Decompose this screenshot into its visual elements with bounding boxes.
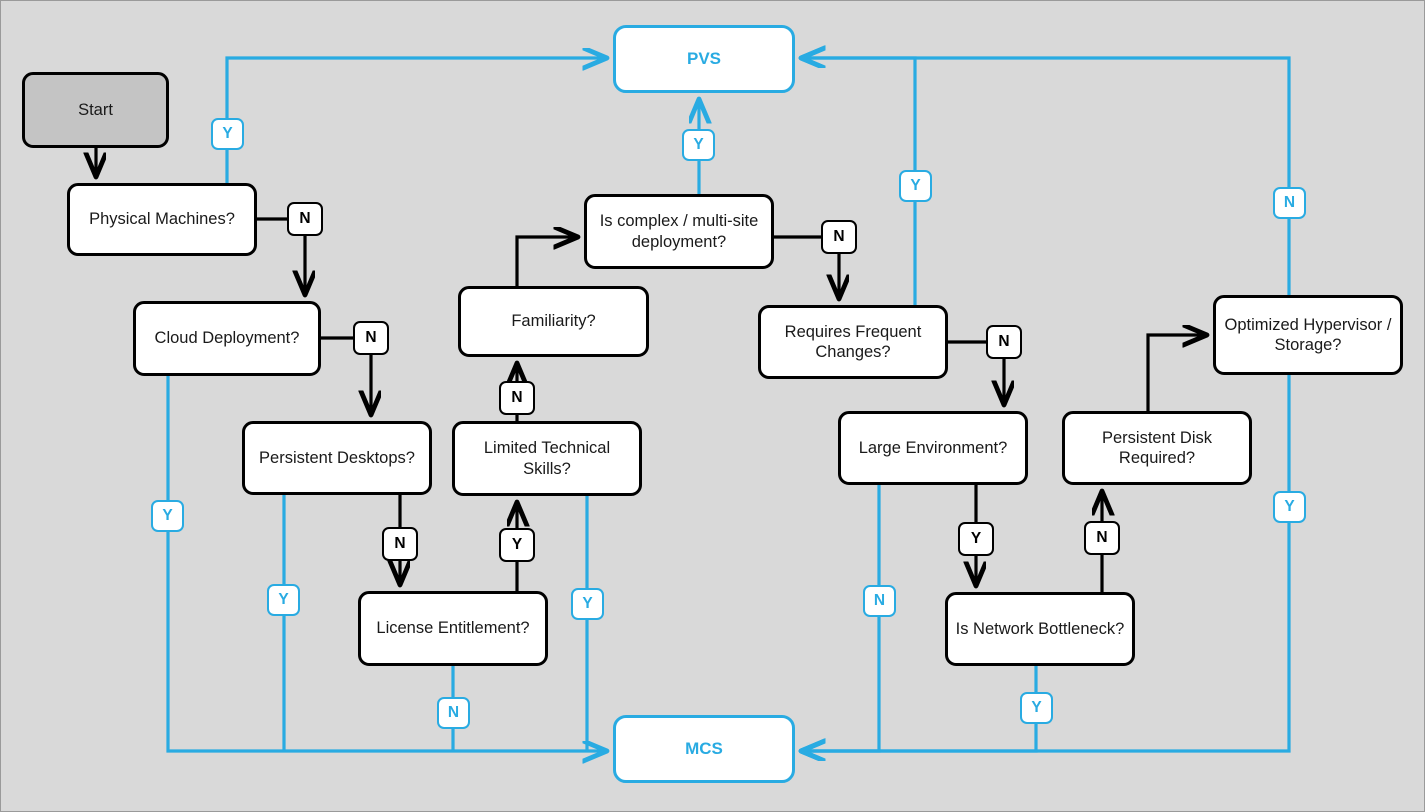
node-requires-frequent-changes[interactable]: Requires Frequent Changes?: [758, 305, 948, 379]
edge-label-license-no: N: [437, 697, 470, 729]
node-requires-frequent-changes-label: Requires Frequent Changes?: [784, 322, 922, 361]
node-is-network-bottleneck-label: Is Network Bottleneck?: [955, 619, 1125, 638]
node-start-label: Start: [78, 100, 113, 119]
node-is-complex-label: Is complex / multi-site deployment?: [599, 212, 759, 251]
edge-label-text: Y: [278, 591, 289, 609]
edge-label-text: Y: [582, 595, 593, 613]
node-familiarity-label: Familiarity?: [511, 312, 596, 331]
node-persistent-desktops[interactable]: Persistent Desktops?: [242, 421, 432, 495]
edge-label-large-environment-no: N: [863, 585, 896, 617]
edge-label-cloud-yes: Y: [151, 500, 184, 532]
node-physical-machines-label: Physical Machines?: [89, 210, 235, 229]
node-license-entitlement[interactable]: License Entitlement?: [358, 591, 548, 666]
edge-label-cloud-no: N: [353, 321, 389, 355]
node-familiarity[interactable]: Familiarity?: [458, 286, 649, 357]
node-is-network-bottleneck[interactable]: Is Network Bottleneck?: [945, 592, 1135, 666]
edge-label-frequent-changes-yes: Y: [899, 170, 932, 202]
edge-label-text: N: [873, 592, 886, 610]
edge-label-text: N: [833, 228, 845, 246]
edge-label-frequent-changes-no: N: [986, 325, 1022, 359]
edge-label-optimized-hypervisor-no: N: [1273, 187, 1306, 219]
edge-label-text: N: [511, 389, 523, 407]
edge-label-text: N: [447, 704, 460, 722]
node-mcs-label: MCS: [685, 738, 723, 758]
edge-label-text: N: [365, 329, 377, 347]
edge-label-text: N: [394, 535, 406, 553]
edge-label-text: Y: [222, 125, 233, 143]
edge-label-network-bottleneck-no: N: [1084, 521, 1120, 555]
edge-label-text: Y: [1031, 699, 1042, 717]
node-license-entitlement-label: License Entitlement?: [376, 619, 530, 638]
edge-label-text: Y: [162, 507, 173, 525]
edge-label-text: Y: [910, 177, 921, 195]
node-optimized-hypervisor-label: Optimized Hypervisor / Storage?: [1224, 315, 1392, 354]
edge-label-physical-yes: Y: [211, 118, 244, 150]
node-mcs[interactable]: MCS: [613, 715, 795, 783]
edge-label-persistent-desktops-no: N: [382, 527, 418, 561]
node-physical-machines[interactable]: Physical Machines?: [67, 183, 257, 256]
edge-label-text: Y: [693, 136, 704, 154]
edge-label-text: N: [299, 210, 311, 228]
edge-label-text: Y: [970, 530, 982, 548]
node-large-environment[interactable]: Large Environment?: [838, 411, 1028, 485]
node-optimized-hypervisor-storage[interactable]: Optimized Hypervisor / Storage?: [1213, 295, 1403, 375]
edge-label-large-environment-yes: Y: [958, 522, 994, 556]
node-pvs[interactable]: PVS: [613, 25, 795, 93]
edge-label-text: N: [998, 333, 1010, 351]
edge-label-limited-skills-no: N: [499, 381, 535, 415]
node-persistent-disk-required[interactable]: Persistent Disk Required?: [1062, 411, 1252, 485]
edge-label-text: N: [1283, 194, 1296, 212]
edge-label-persistent-desktops-yes: Y: [267, 584, 300, 616]
edge-label-limited-skills-yes: Y: [571, 588, 604, 620]
edge-label-text: Y: [1284, 498, 1295, 516]
node-start[interactable]: Start: [22, 72, 169, 148]
edge-label-network-bottleneck-yes: Y: [1020, 692, 1053, 724]
node-persistent-desktops-label: Persistent Desktops?: [259, 448, 415, 467]
node-cloud-deployment-label: Cloud Deployment?: [154, 329, 300, 348]
edge-label-license-yes: Y: [499, 528, 535, 562]
edge-label-optimized-hypervisor-yes: Y: [1273, 491, 1306, 523]
node-large-environment-label: Large Environment?: [858, 438, 1008, 457]
node-limited-technical-skills-label: Limited Technical Skills?: [483, 439, 611, 478]
edge-label-text: Y: [511, 536, 523, 554]
node-persistent-disk-required-label: Persistent Disk Required?: [1101, 428, 1213, 467]
node-is-complex-multi-site-deployment[interactable]: Is complex / multi-site deployment?: [584, 194, 774, 269]
node-limited-technical-skills[interactable]: Limited Technical Skills?: [452, 421, 642, 496]
edge-label-complex-no: N: [821, 220, 857, 254]
edge-label-complex-yes: Y: [682, 129, 715, 161]
edge-label-physical-no: N: [287, 202, 323, 236]
node-cloud-deployment[interactable]: Cloud Deployment?: [133, 301, 321, 376]
node-pvs-label: PVS: [686, 48, 722, 68]
edge-label-text: N: [1096, 529, 1108, 547]
